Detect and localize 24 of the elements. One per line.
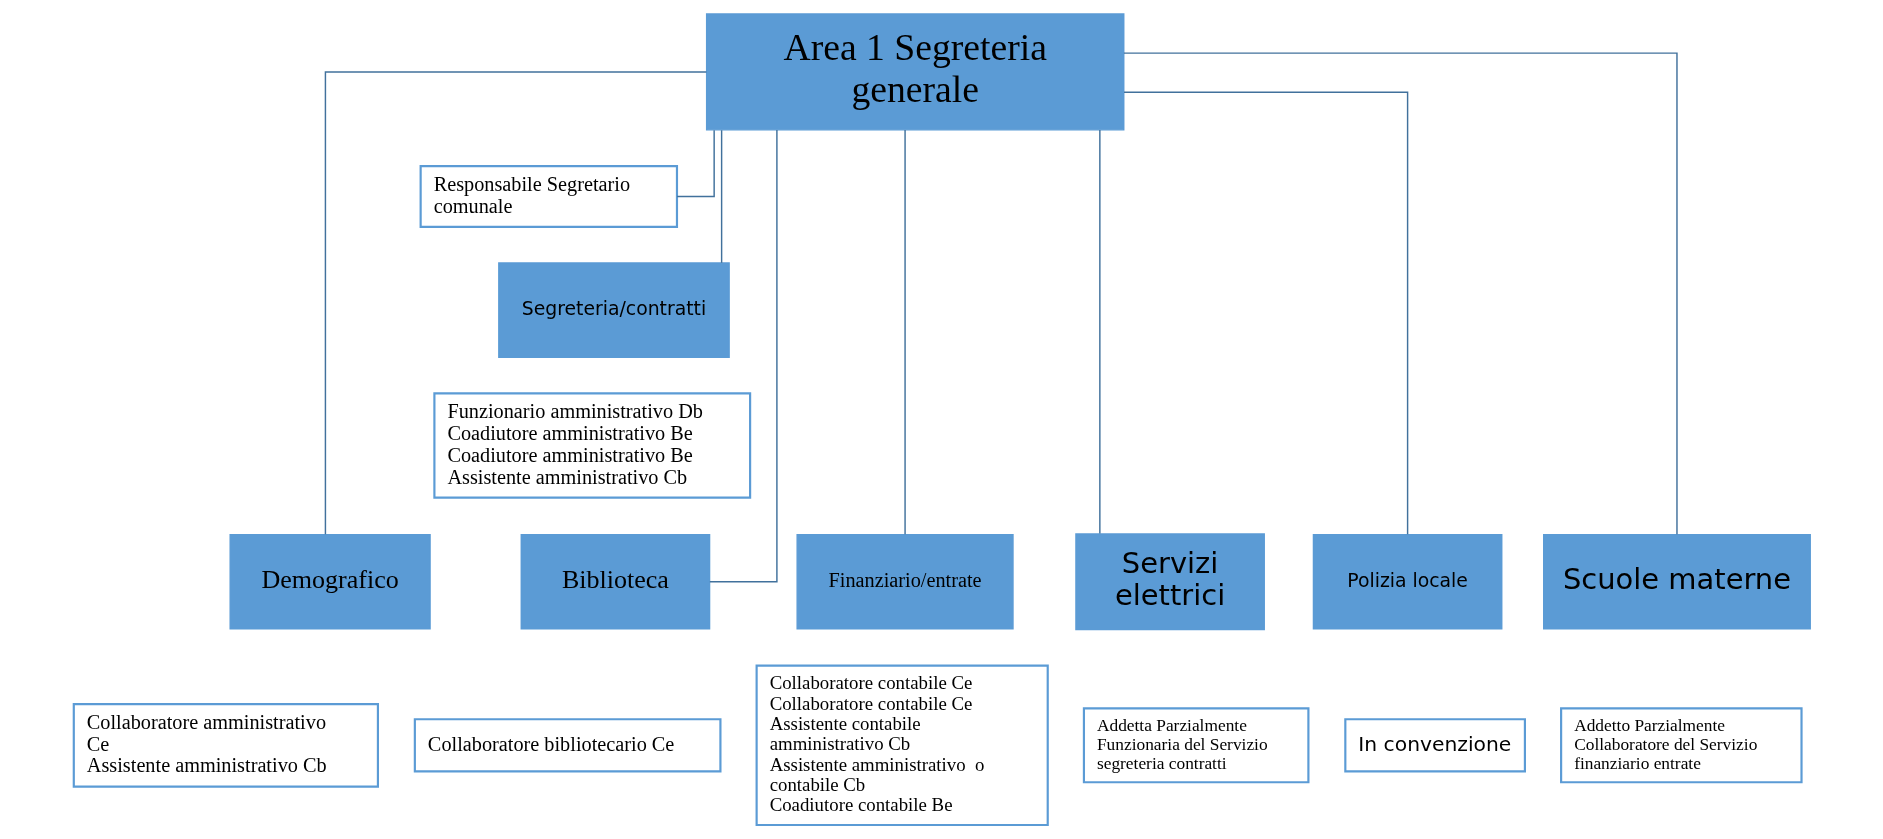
connector [675,129,715,198]
node-box: Addetta Parzialmente Funzionaria del Servizio segreteria contratti [1082,707,1309,784]
connector [1122,52,1678,536]
node-box: Area 1 Segreteria generale [705,13,1124,131]
node-box: Addetto Parzialmente Collaboratore del Servizio finanziario entrate [1559,707,1803,784]
node-box: Scuole materne [1542,533,1811,630]
node-box: Collaboratore amministrativo Ce Assistente amministrativo Cb [72,703,379,788]
node-box: Demografico [228,533,431,630]
node-box: Servizi elettrici [1074,533,1265,631]
connector [1122,91,1408,536]
connector [720,129,722,264]
connector [903,129,906,536]
node-box: Finanziario/entrate [795,533,1014,630]
node-box: Responsabile Segretario comunale [419,164,678,228]
node-box: Segreteria/contratti [497,262,730,358]
node-box: Collaboratore bibliotecario Ce [413,718,721,773]
node-box: Polizia locale [1312,533,1502,630]
connector [1098,129,1101,535]
node-box: Funzionario amministrativo Db Coadiutore amministrativo Be Coadiutore amministrativo Be Assistente amministrativo Cb [432,392,751,499]
node-box: In convenzione [1343,718,1526,773]
node-box: Collaboratore contabile Ce Collaboratore contabile Ce Assistente contabile amministrativo Cb Assistente amministrativo o contabile Cb Coadiutore contabile Be [755,664,1049,827]
connector [708,129,778,583]
connector [324,71,707,535]
node-box: Biblioteca [520,533,710,630]
